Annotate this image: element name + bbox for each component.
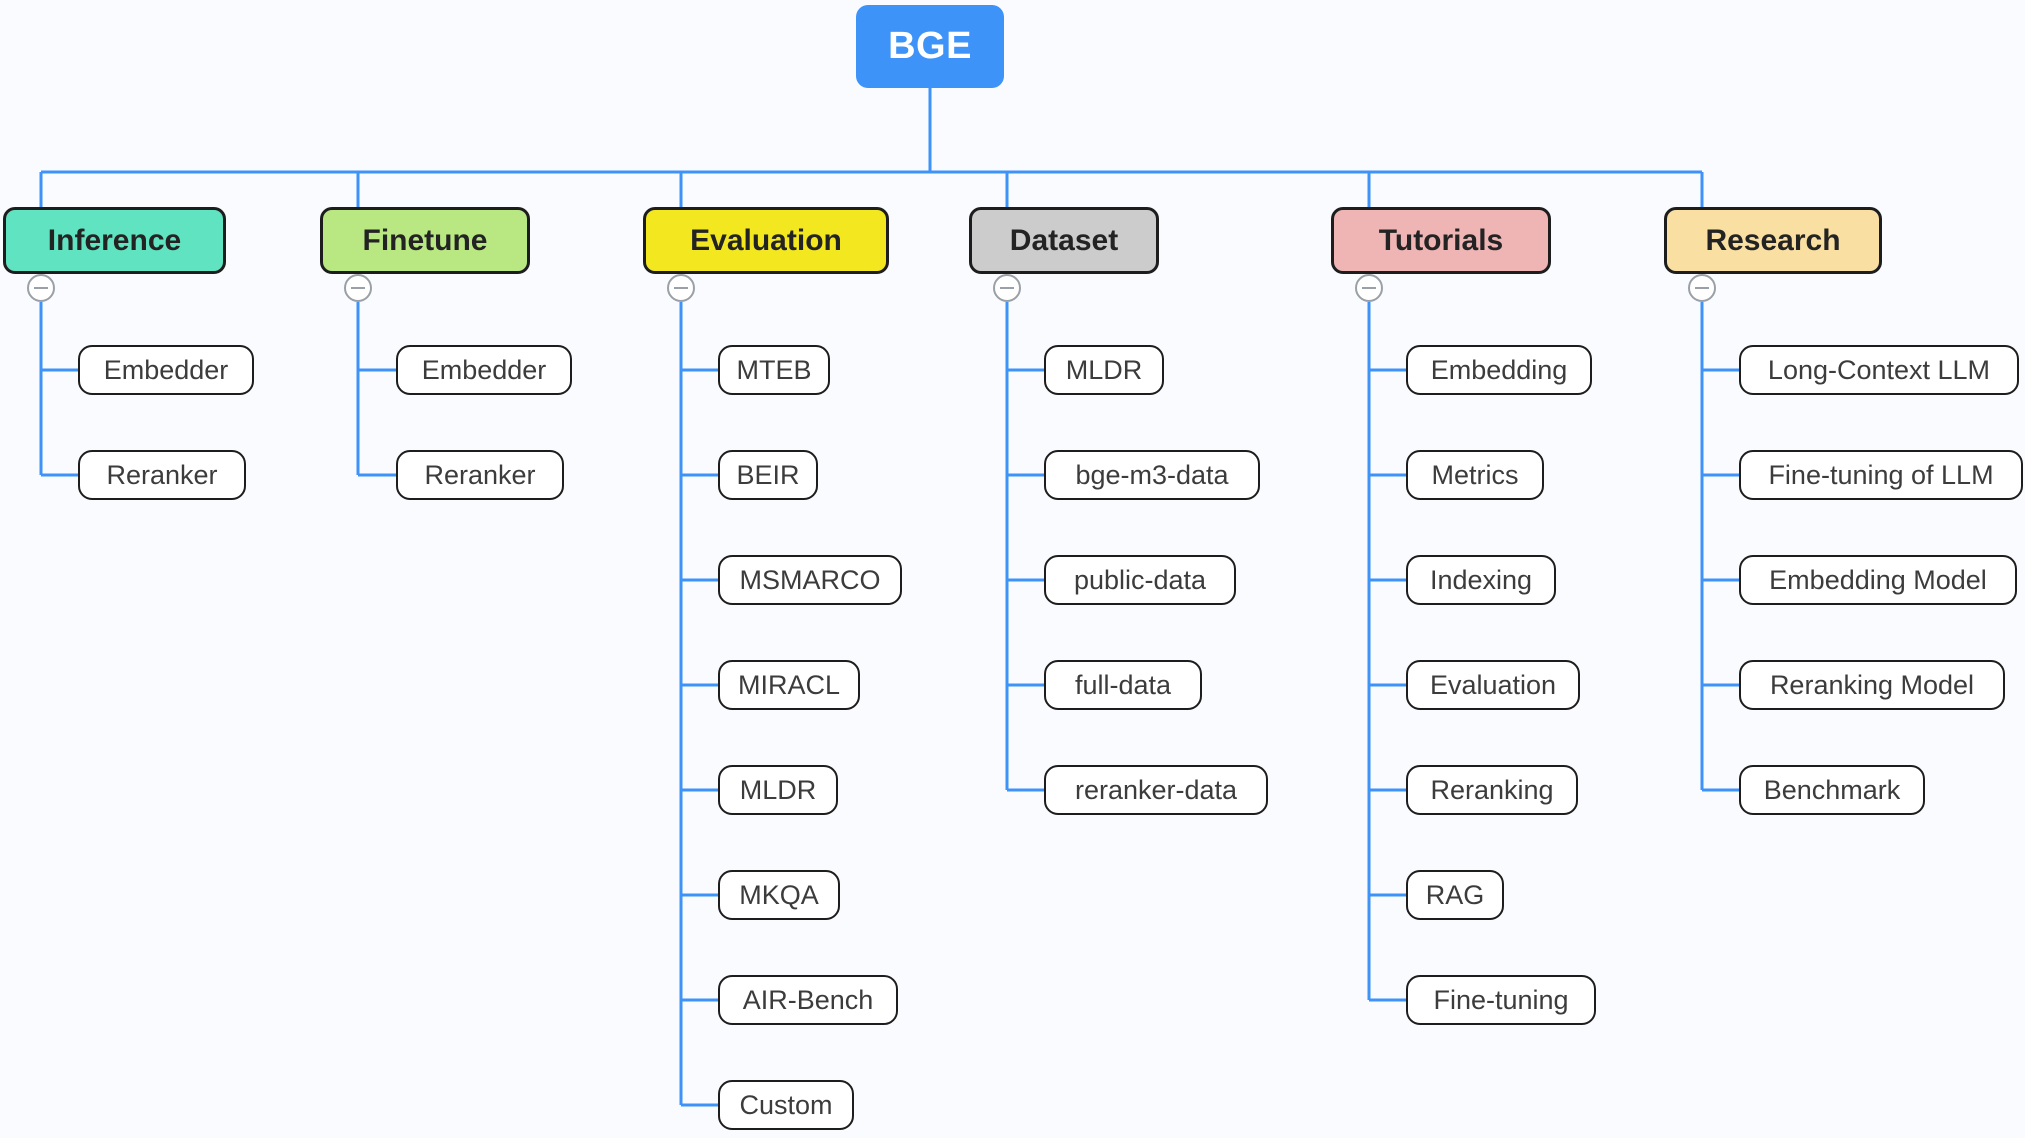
leaf-node-research-3[interactable]: Reranking Model (1739, 660, 2005, 710)
leaf-node-finetune-0[interactable]: Embedder (396, 345, 572, 395)
collapse-minus-icon-tutorials[interactable] (1355, 274, 1383, 302)
category-node-finetune[interactable]: Finetune (320, 207, 530, 274)
leaf-node-dataset-3[interactable]: full-data (1044, 660, 1202, 710)
leaf-node-evaluation-5[interactable]: MKQA (718, 870, 840, 920)
leaf-node-tutorials-0[interactable]: Embedding (1406, 345, 1592, 395)
minus-glyph (34, 287, 48, 289)
leaf-node-inference-1[interactable]: Reranker (78, 450, 246, 500)
leaf-node-dataset-4[interactable]: reranker-data (1044, 765, 1268, 815)
category-node-tutorials[interactable]: Tutorials (1331, 207, 1551, 274)
collapse-minus-icon-evaluation[interactable] (667, 274, 695, 302)
category-node-dataset[interactable]: Dataset (969, 207, 1159, 274)
minus-glyph (1000, 287, 1014, 289)
collapse-minus-icon-research[interactable] (1688, 274, 1716, 302)
collapse-minus-icon-finetune[interactable] (344, 274, 372, 302)
leaf-node-evaluation-6[interactable]: AIR-Bench (718, 975, 898, 1025)
minus-glyph (351, 287, 365, 289)
leaf-node-dataset-1[interactable]: bge-m3-data (1044, 450, 1260, 500)
category-node-evaluation[interactable]: Evaluation (643, 207, 889, 274)
leaf-node-tutorials-4[interactable]: Reranking (1406, 765, 1578, 815)
leaf-node-evaluation-3[interactable]: MIRACL (718, 660, 860, 710)
collapse-minus-icon-dataset[interactable] (993, 274, 1021, 302)
leaf-node-research-1[interactable]: Fine-tuning of LLM (1739, 450, 2023, 500)
minus-glyph (674, 287, 688, 289)
leaf-node-dataset-2[interactable]: public-data (1044, 555, 1236, 605)
category-node-research[interactable]: Research (1664, 207, 1882, 274)
leaf-node-evaluation-4[interactable]: MLDR (718, 765, 838, 815)
leaf-node-research-0[interactable]: Long-Context LLM (1739, 345, 2019, 395)
leaf-node-evaluation-7[interactable]: Custom (718, 1080, 854, 1130)
leaf-node-tutorials-2[interactable]: Indexing (1406, 555, 1556, 605)
minus-glyph (1695, 287, 1709, 289)
leaf-node-tutorials-6[interactable]: Fine-tuning (1406, 975, 1596, 1025)
leaf-node-tutorials-1[interactable]: Metrics (1406, 450, 1544, 500)
leaf-node-tutorials-3[interactable]: Evaluation (1406, 660, 1580, 710)
leaf-node-dataset-0[interactable]: MLDR (1044, 345, 1164, 395)
leaf-node-finetune-1[interactable]: Reranker (396, 450, 564, 500)
leaf-node-research-4[interactable]: Benchmark (1739, 765, 1925, 815)
collapse-minus-icon-inference[interactable] (27, 274, 55, 302)
leaf-node-tutorials-5[interactable]: RAG (1406, 870, 1504, 920)
leaf-node-evaluation-1[interactable]: BEIR (718, 450, 818, 500)
category-node-inference[interactable]: Inference (3, 207, 226, 274)
leaf-node-inference-0[interactable]: Embedder (78, 345, 254, 395)
minus-glyph (1362, 287, 1376, 289)
leaf-node-evaluation-2[interactable]: MSMARCO (718, 555, 902, 605)
leaf-node-research-2[interactable]: Embedding Model (1739, 555, 2017, 605)
leaf-node-evaluation-0[interactable]: MTEB (718, 345, 830, 395)
root-node[interactable]: BGE (856, 5, 1004, 88)
